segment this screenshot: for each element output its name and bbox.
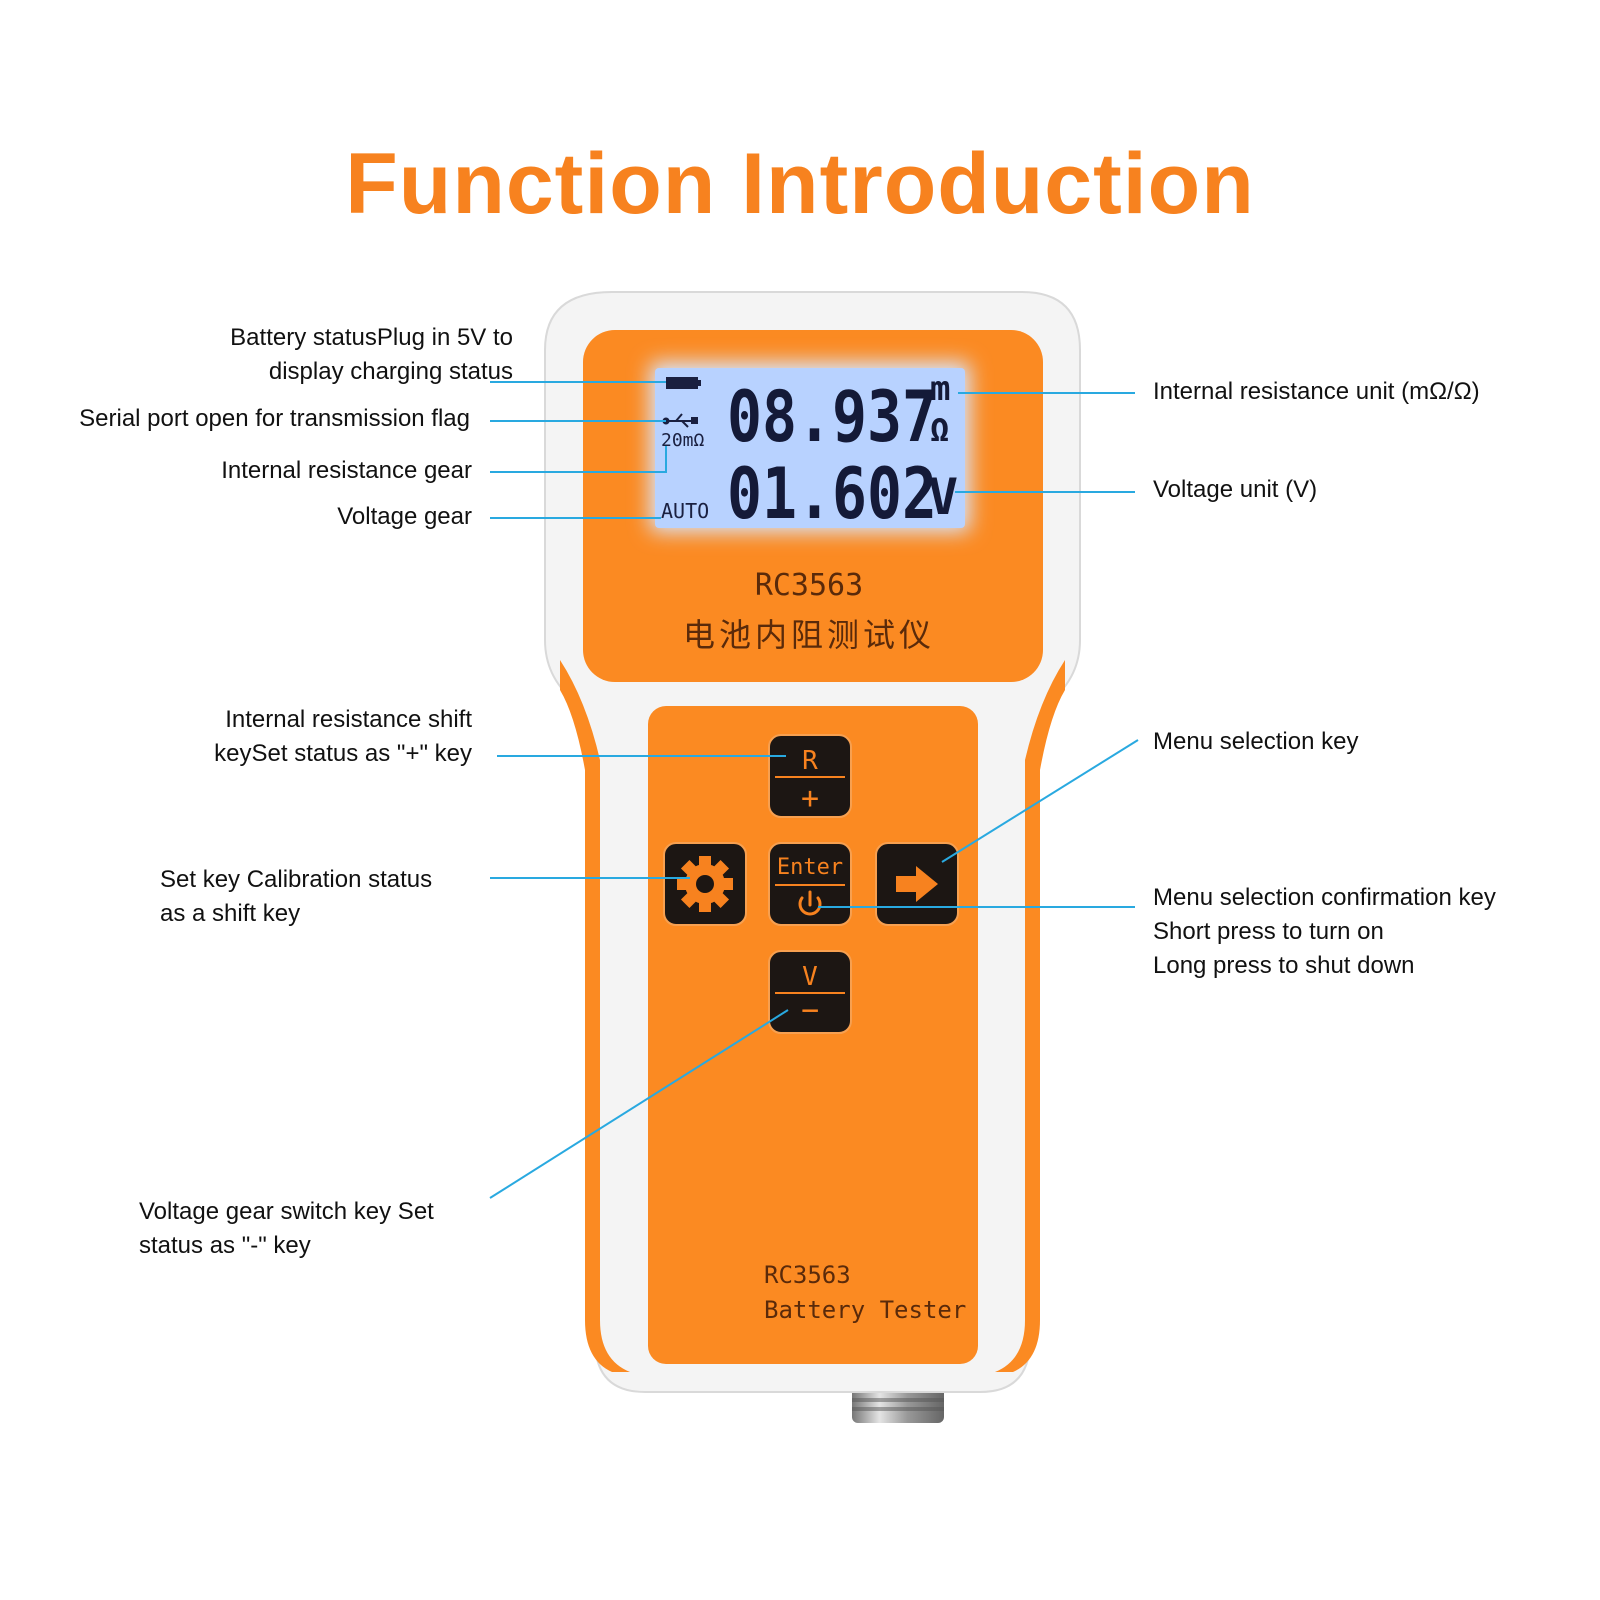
leader-menu-key (941, 739, 1139, 863)
callout-set-key: Set key Calibration status as a shift ke… (160, 866, 433, 927)
leader-v-key (489, 1009, 789, 1199)
callout-menu-selection-key: Menu selection key (1153, 728, 1359, 755)
enter-power-key[interactable]: Enter (768, 842, 852, 926)
auto-label: AUTO (661, 499, 709, 523)
callout-menu-confirm-key: Menu selection confirmation key Short pr… (1153, 884, 1496, 979)
resistance-reading: 08.937 (727, 376, 937, 458)
usb-icon (662, 413, 698, 428)
callout-serial-port: Serial port open for transmission flag (79, 405, 470, 432)
set-key[interactable] (663, 842, 747, 926)
bottom-model-label: RC3563 (764, 1261, 851, 1289)
gear-icon (677, 856, 733, 912)
callout-voltage-switch-key: Voltage gear switch key Set status as "-… (139, 1198, 434, 1259)
page-title: Function Introduction (345, 136, 1255, 232)
v-key-letter: V (802, 962, 818, 992)
plus-key-symbol: + (801, 781, 819, 816)
r-key-letter: R (802, 746, 818, 776)
unit-milli: m (930, 369, 950, 409)
left-grip (560, 660, 630, 1372)
v-minus-key[interactable]: V − (768, 950, 852, 1034)
menu-selection-key[interactable] (875, 842, 959, 926)
battery-status-icon (666, 377, 701, 389)
callout-voltage-unit: Voltage unit (V) (1153, 476, 1318, 503)
unit-ohm: Ω (930, 411, 949, 449)
right-grip (995, 660, 1065, 1372)
leader-lines (489, 381, 1139, 1199)
voltage-reading: 01.602 (727, 453, 937, 535)
bottom-name-label: Battery Tester (764, 1296, 966, 1324)
callout-resistance-shift-key: Internal resistance shift keySet status … (214, 706, 472, 767)
lcd-screen (655, 368, 965, 528)
leader-res-gear (490, 446, 667, 473)
model-label: RC3563 (755, 568, 863, 603)
arrow-right-icon (896, 866, 938, 902)
enter-key-label: Enter (777, 855, 843, 880)
power-icon (798, 890, 822, 916)
chinese-name-label: 电池内阻测试仪 (683, 616, 935, 654)
unit-volt: V (928, 468, 958, 526)
callout-voltage-gear: Voltage gear (337, 503, 472, 530)
minus-key-symbol: − (801, 993, 819, 1028)
r-plus-key[interactable]: R + (768, 734, 852, 818)
callout-resistance-unit: Internal resistance unit (mΩ/Ω) (1153, 378, 1480, 405)
callout-battery-status: Battery statusPlug in 5V to display char… (230, 324, 513, 385)
callout-resistance-gear: Internal resistance gear (221, 457, 472, 484)
range-label: 20mΩ (661, 430, 705, 451)
